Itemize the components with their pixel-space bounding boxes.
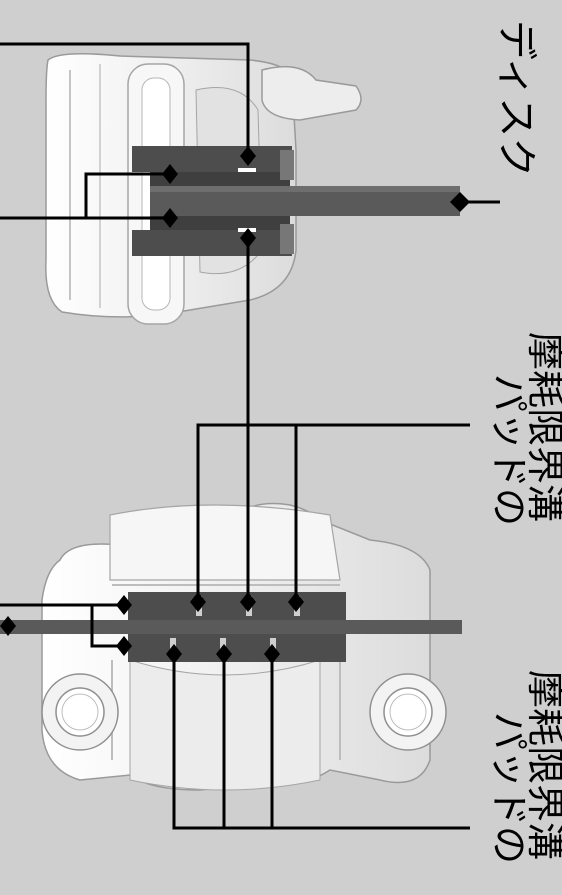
side-pad-outer: [132, 146, 292, 172]
top-pad-inner: [128, 634, 346, 662]
top-pad-outer: [128, 592, 346, 620]
wear-limit-label-upper-line2: 摩耗限界溝: [523, 332, 562, 523]
caliper-side-bracket: [261, 65, 362, 121]
caliper-side-view: [45, 53, 362, 325]
wear-limit-label-lower-line1: パッドの: [487, 712, 531, 865]
leader-lines: [0, 42, 500, 830]
disc-label: ディスク: [493, 20, 539, 178]
disc-top-view: [0, 620, 462, 634]
leader-markers: [0, 146, 470, 664]
side-pad-inner: [132, 230, 292, 256]
wear-limit-label-lower-line2: 摩耗限界溝: [523, 670, 562, 861]
wear-limit-label-upper-line1: パッドの: [487, 374, 531, 527]
